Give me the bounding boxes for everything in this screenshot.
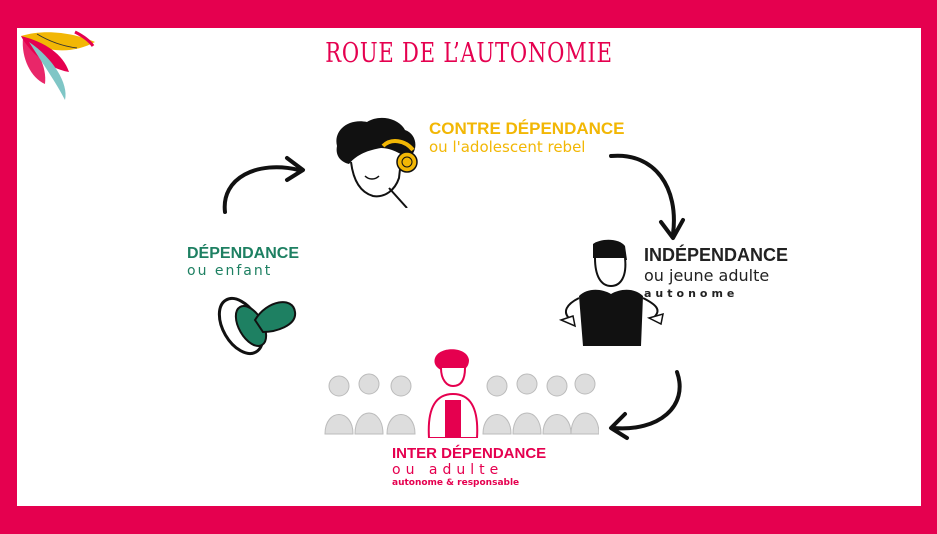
headphones-teen-icon bbox=[336, 117, 418, 208]
leaf-decoration-icon bbox=[21, 30, 95, 100]
inter-sub2: autonome & responsable bbox=[392, 478, 520, 488]
independance-heading: INDÉPENDANCE bbox=[644, 245, 789, 265]
diagram-title: ROUE DE L’AUTONOMIE bbox=[325, 38, 613, 69]
curved-arrow-icon bbox=[609, 153, 685, 240]
contre-sub: ou l'adolescent rebel bbox=[429, 138, 586, 156]
curved-arrow-icon bbox=[222, 156, 305, 214]
contre-heading: CONTRE DÉPENDANCE bbox=[429, 119, 625, 138]
woman-crowd-icon bbox=[324, 349, 599, 438]
inter-heading: INTER DÉPENDANCE bbox=[392, 445, 547, 462]
independance-sub2: autonome bbox=[644, 287, 739, 300]
pacifier-icon bbox=[217, 297, 297, 355]
shrugging-man-icon bbox=[558, 239, 664, 346]
curved-arrow-icon bbox=[609, 370, 682, 440]
dependance-sub: ou enfant bbox=[187, 263, 273, 279]
independance-sub: ou jeune adulte bbox=[644, 266, 770, 285]
inter-sub: ou adulte bbox=[392, 462, 504, 478]
diagram-card: ROUE DE L’AUTONOMIE bbox=[17, 28, 921, 506]
dependance-heading: DÉPENDANCE bbox=[187, 245, 300, 262]
